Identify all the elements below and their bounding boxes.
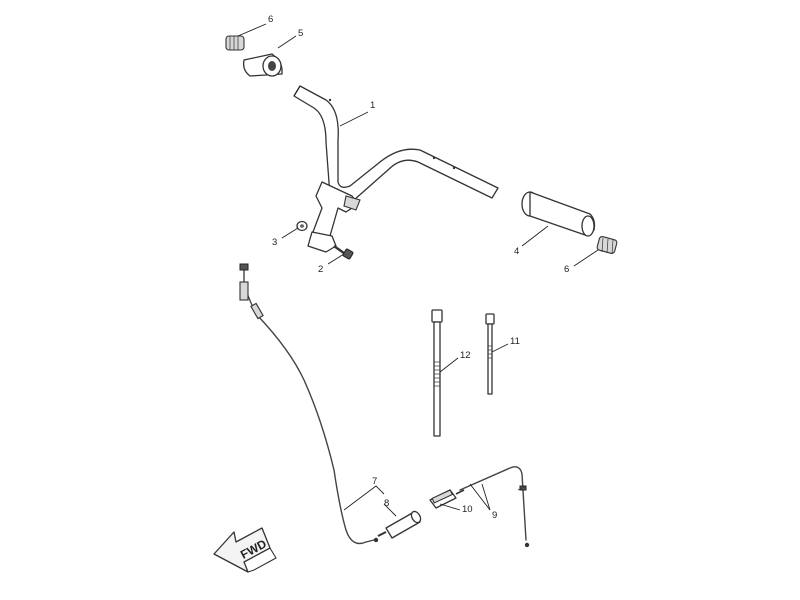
cable-tie-short <box>485 313 495 395</box>
leader-lines <box>237 23 599 517</box>
callout-2: 2 <box>318 264 323 275</box>
handlebar <box>293 85 499 205</box>
callout-9: 9 <box>492 510 497 521</box>
callout-6-left: 6 <box>268 14 273 25</box>
left-bar-end <box>225 35 245 51</box>
stem-bolt <box>333 245 354 260</box>
cable-bracket <box>429 489 465 509</box>
cable-tie-long <box>431 309 443 437</box>
callout-labels: 1 2 3 4 5 6 6 7 8 9 10 11 12 <box>268 14 569 521</box>
right-bar-end <box>596 236 618 255</box>
callout-7: 7 <box>372 476 377 487</box>
left-grip <box>242 53 283 77</box>
throttle-cable <box>239 263 379 545</box>
callout-10: 10 <box>462 504 473 515</box>
fwd-arrow: FWD <box>213 527 277 573</box>
cable-adjuster <box>377 510 422 539</box>
callout-12: 12 <box>460 350 471 361</box>
callout-1: 1 <box>370 100 375 111</box>
callout-3: 3 <box>272 237 277 248</box>
callout-4: 4 <box>514 246 519 257</box>
right-grip <box>521 191 596 237</box>
stem-nut <box>296 220 308 232</box>
callout-6-right: 6 <box>564 264 569 275</box>
choke-cable <box>459 466 530 548</box>
handlebar-stem <box>307 181 361 253</box>
callout-8: 8 <box>384 498 389 509</box>
callout-5: 5 <box>298 28 303 39</box>
callout-11: 11 <box>510 336 520 347</box>
